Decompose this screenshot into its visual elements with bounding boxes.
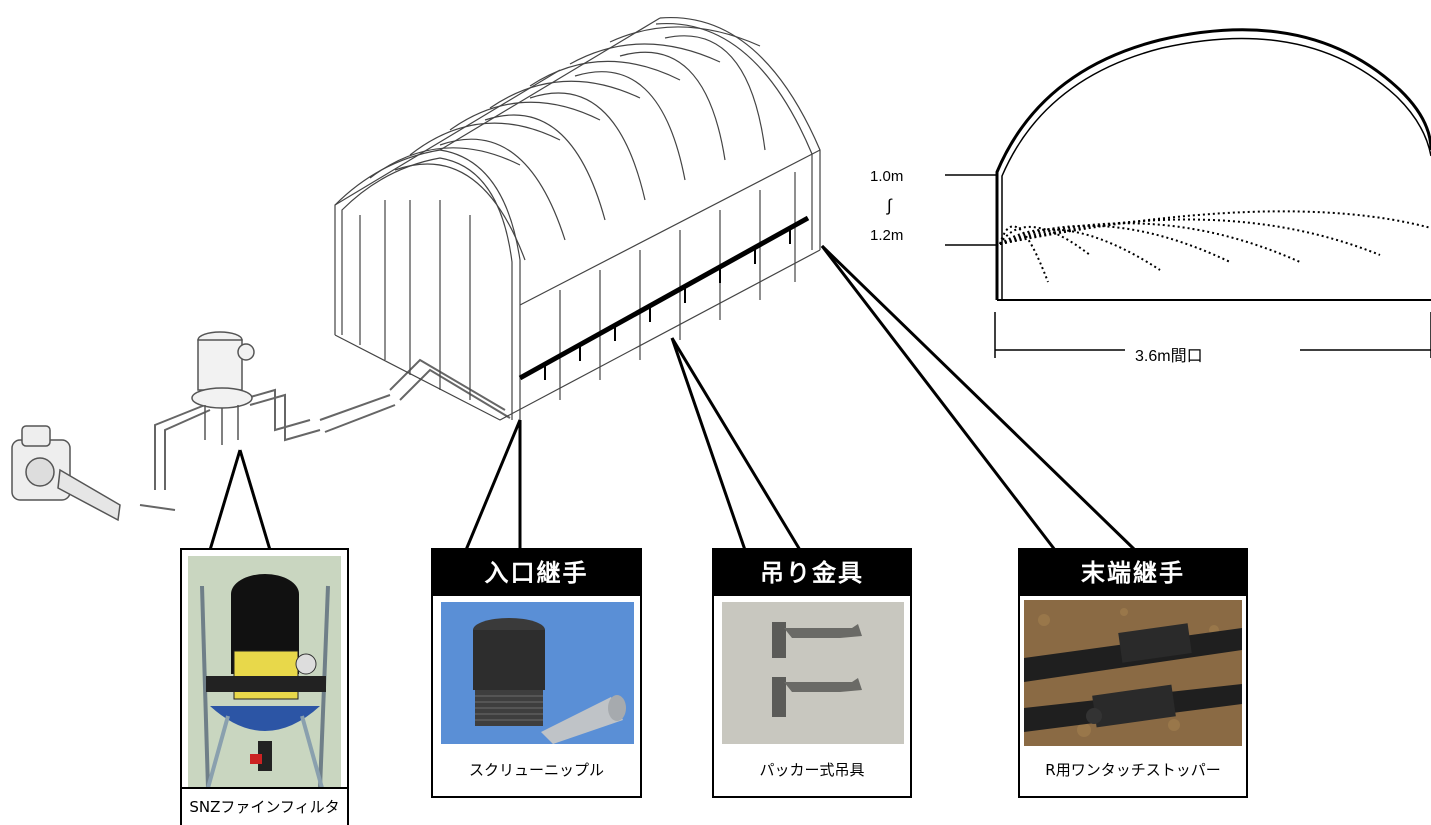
inlet-joint-caption: スクリューニップル xyxy=(468,761,604,779)
end-joint-card: 末端継手 R用ワンタッチストッパー xyxy=(1018,548,1248,798)
hanger-title: 吊り金具 xyxy=(714,550,910,596)
hanger-photo-icon xyxy=(722,602,904,744)
valve-icon xyxy=(11,425,121,522)
height-bottom-label: 1.2m xyxy=(870,227,904,244)
hanger-caption: パッカー式吊具 xyxy=(759,761,865,779)
width-label: 3.6m間口 xyxy=(1135,348,1203,365)
inlet-joint-title: 入口継手 xyxy=(433,550,640,596)
filter-icon xyxy=(191,331,255,445)
height-range-mark: ∫ xyxy=(887,196,892,215)
inlet-joint-card: 入口継手 スクリューニップル xyxy=(431,548,642,798)
filter-card: SNZファインフィルタ xyxy=(180,548,349,825)
nipple-photo-icon xyxy=(441,602,634,744)
end-joint-caption: R用ワンタッチストッパー xyxy=(1045,761,1221,779)
filter-photo-icon xyxy=(188,556,341,789)
stopper-photo-icon xyxy=(1024,600,1242,746)
irrigation-tube xyxy=(518,215,810,381)
height-top-label: 1.0m xyxy=(870,168,904,185)
filter-caption: SNZファインフィルタ xyxy=(182,787,347,825)
hanger-card: 吊り金具 パッカー式吊具 xyxy=(712,548,912,798)
side-view xyxy=(945,28,1431,358)
greenhouse-frame xyxy=(334,16,821,421)
end-joint-title: 末端継手 xyxy=(1020,550,1246,596)
